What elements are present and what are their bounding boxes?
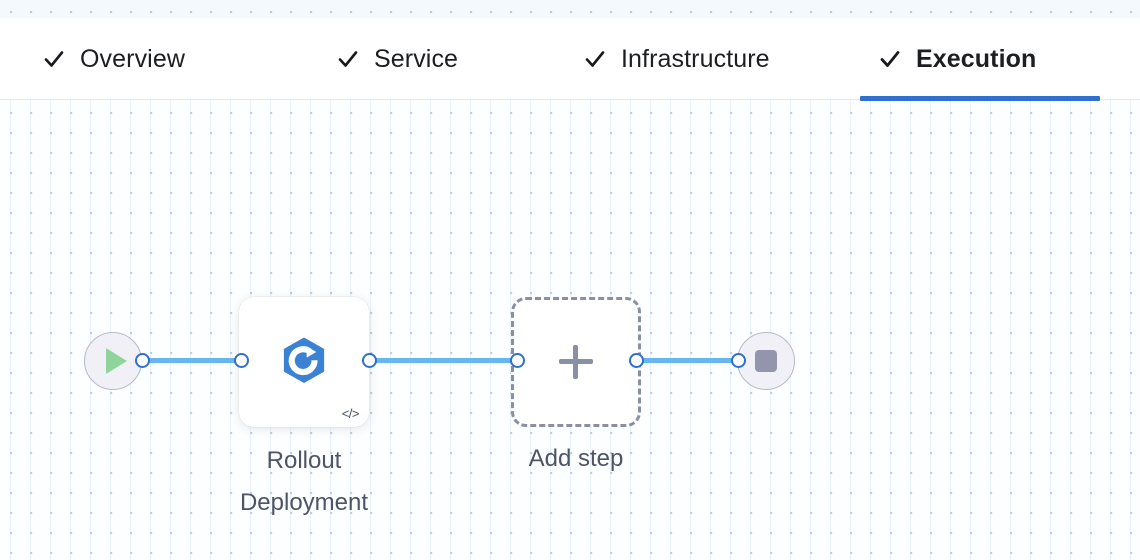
code-icon: </> [341, 406, 360, 421]
check-icon [42, 47, 66, 71]
tab-service[interactable]: Service [318, 18, 498, 100]
edge-add-to-end[interactable] [636, 358, 738, 363]
add-step-node[interactable] [511, 297, 641, 427]
port-rollout-out[interactable] [362, 353, 377, 368]
rollout-deployment-card[interactable]: </> [239, 297, 369, 427]
play-icon [105, 348, 127, 374]
tab-infrastructure-label: Infrastructure [621, 44, 770, 73]
edge-start-to-rollout[interactable] [142, 358, 241, 363]
check-icon [878, 47, 902, 71]
stop-icon [755, 350, 777, 372]
port-add-out[interactable] [629, 353, 644, 368]
step-node-rollout-deployment[interactable]: </> [239, 297, 369, 427]
port-add-in[interactable] [510, 353, 525, 368]
rollout-deployment-icon [276, 334, 332, 390]
start-terminal-circle[interactable] [84, 332, 142, 390]
active-tab-indicator [860, 96, 1100, 101]
tab-overview-label: Overview [80, 44, 185, 73]
tab-execution[interactable]: Execution [860, 18, 1100, 101]
add-step-card[interactable] [511, 297, 641, 427]
check-icon [336, 47, 360, 71]
plus-icon [559, 345, 593, 379]
port-start-out[interactable] [135, 353, 150, 368]
tab-execution-label: Execution [916, 44, 1037, 73]
canvas-top-strip [0, 0, 1140, 18]
port-rollout-in[interactable] [234, 353, 249, 368]
pipeline-stage-tabbar: Overview Service Infrastructure [0, 18, 1140, 101]
edge-rollout-to-add[interactable] [369, 358, 517, 363]
tab-service-label: Service [374, 44, 459, 73]
start-node[interactable] [84, 332, 142, 390]
tab-overview[interactable]: Overview [24, 18, 234, 100]
tab-infrastructure[interactable]: Infrastructure [565, 18, 827, 100]
check-icon [583, 47, 607, 71]
port-end-in[interactable] [731, 353, 746, 368]
